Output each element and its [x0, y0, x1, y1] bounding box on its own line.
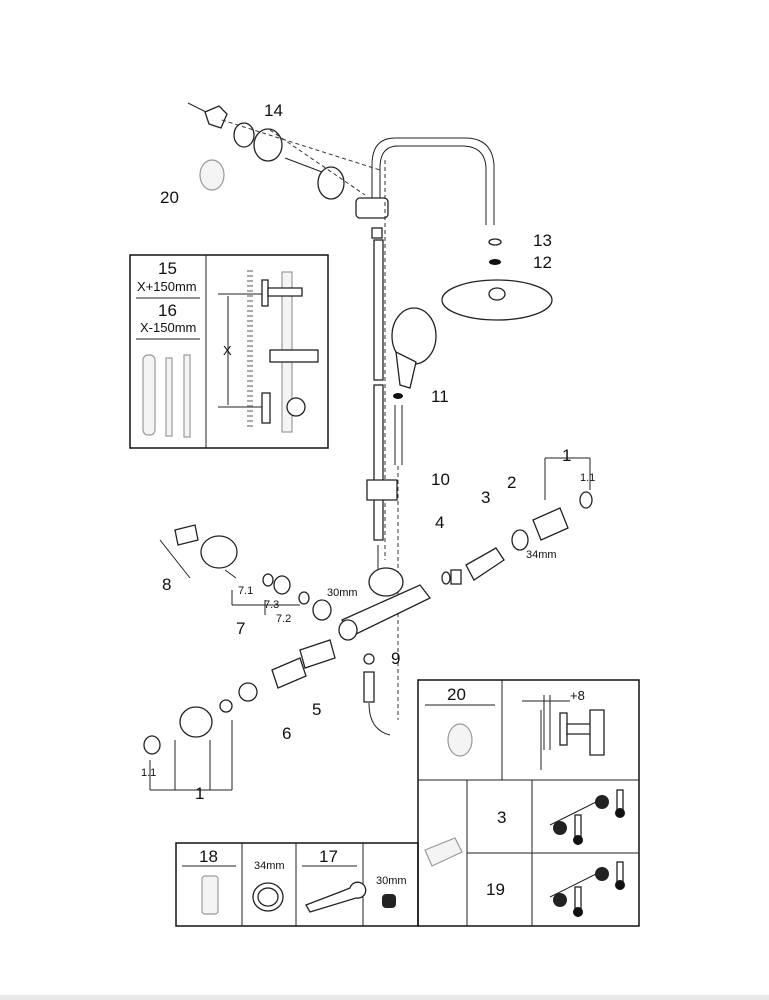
callout-3: 3 — [481, 488, 490, 507]
thermometer-cartridge-icon — [549, 789, 625, 845]
callout-20: 20 — [160, 188, 179, 207]
callout-13: 13 — [533, 231, 552, 250]
callout-9: 9 — [391, 649, 400, 668]
thermometer-cartridge-icon — [549, 861, 625, 917]
part-15-label: 15 — [158, 259, 177, 278]
overhead-shower — [371, 137, 553, 321]
callout-1-1-right: 1.1 — [580, 472, 595, 484]
part-3-label: 3 — [497, 808, 506, 827]
callout-14: 14 — [264, 101, 283, 120]
part-17-label: 17 — [319, 847, 338, 866]
left-cartridge-parts — [143, 524, 336, 791]
callout-7-3: 7.3 — [264, 599, 279, 611]
part-18-size: 34mm — [254, 860, 285, 872]
callout-4: 4 — [435, 513, 444, 532]
callout-34mm: 34mm — [526, 549, 557, 561]
callout-1-left: 1 — [195, 784, 204, 803]
part-18-label: 18 — [199, 847, 218, 866]
part-16-label: 16 — [158, 301, 177, 320]
callout-7-2: 7.2 — [276, 613, 291, 625]
tools-box: 18 34mm 17 30mm — [175, 842, 419, 927]
callout-10: 10 — [431, 470, 450, 489]
part-19-label: 19 — [486, 880, 505, 899]
callout-6: 6 — [282, 724, 291, 743]
callout-30mm: 30mm — [327, 587, 358, 599]
callout-11: 11 — [431, 387, 449, 406]
part-16-size: X-150mm — [140, 320, 196, 335]
callout-8: 8 — [162, 575, 171, 594]
thermostat-body — [338, 567, 432, 736]
callout-1-right: 1 — [562, 446, 571, 465]
service-parts-box: 20 +8 3 19 — [417, 679, 640, 927]
part-20-label: 20 — [447, 685, 466, 704]
callout-1-1-left: 1.1 — [141, 767, 156, 779]
dimension-x: X — [223, 343, 232, 358]
extension-rail-box: 15 X+150mm 16 X-150mm X — [129, 254, 329, 449]
part-17-size: 30mm — [376, 875, 407, 887]
callout-7-1: 7.1 — [238, 585, 253, 597]
hand-shower — [391, 307, 437, 720]
callout-12: 12 — [533, 253, 552, 272]
callout-2: 2 — [507, 473, 516, 492]
shower-rail — [366, 160, 398, 572]
callout-5: 5 — [312, 700, 321, 719]
offset-plus-8: +8 — [570, 688, 585, 703]
part-15-size: X+150mm — [137, 279, 197, 294]
wall-bracket-assembly — [187, 102, 389, 219]
bottom-strip — [0, 995, 769, 1000]
right-cartridge-parts — [441, 457, 593, 585]
callout-7: 7 — [236, 619, 245, 638]
